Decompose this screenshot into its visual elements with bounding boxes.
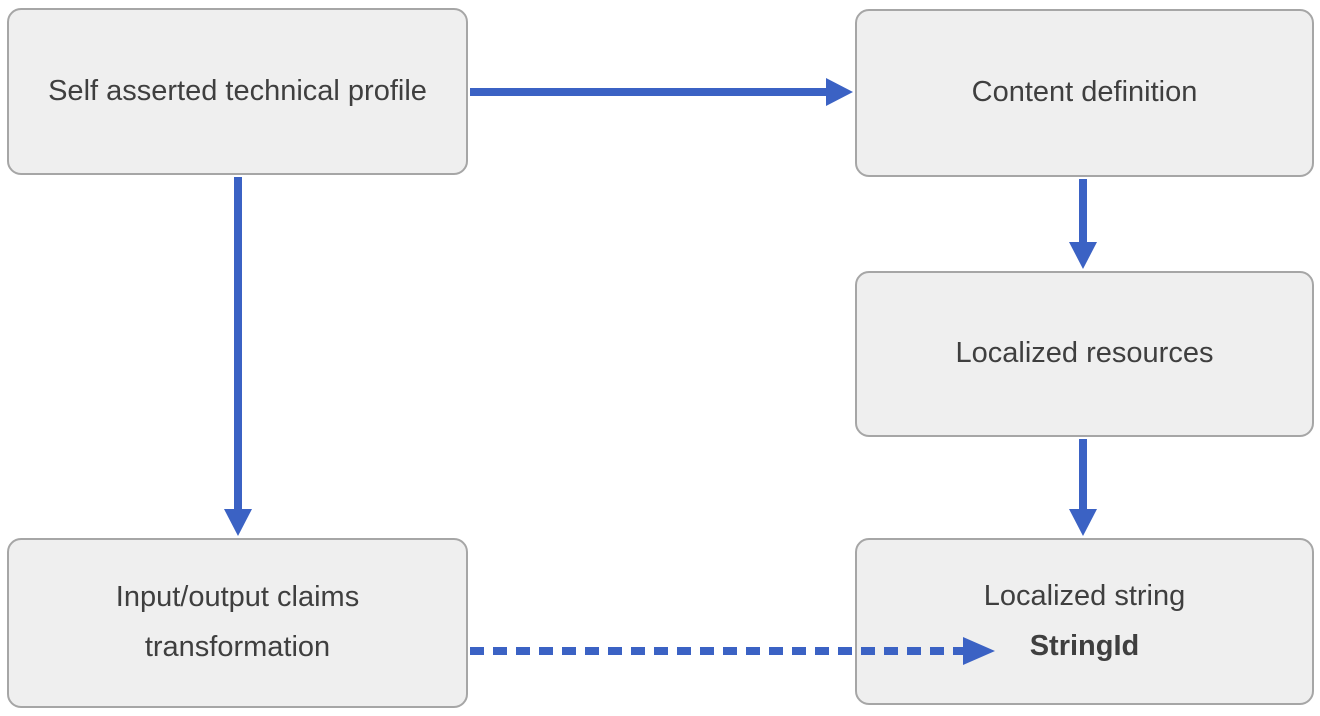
node-sublabel-stringid: StringId [1029, 629, 1140, 662]
node-content-definition: Content definition [855, 9, 1314, 177]
edge-localized-resources-to-localized-string [1069, 439, 1097, 536]
node-label: Self asserted technical profile [48, 74, 427, 107]
node-input-output-claims-transformation: Input/output claims transformation [7, 538, 468, 708]
node-label-group: Localized string StringId [984, 572, 1186, 672]
arrowhead-right-icon [826, 78, 853, 106]
edge-self-asserted-to-input-output [224, 177, 252, 536]
edge-self-asserted-to-content-definition [470, 78, 853, 106]
edge-content-definition-to-localized-resources [1069, 179, 1097, 269]
arrowhead-down-icon [1069, 242, 1097, 269]
node-label: Localized resources [955, 337, 1214, 370]
node-label: Localized string [983, 579, 1186, 612]
node-self-asserted-technical-profile: Self asserted technical profile [7, 8, 468, 175]
arrowhead-down-icon [224, 509, 252, 536]
node-label: Input/output claims transformation [115, 581, 360, 663]
node-localized-string: Localized string StringId [855, 538, 1314, 705]
node-localized-resources: Localized resources [855, 271, 1314, 437]
arrowhead-down-icon [1069, 509, 1097, 536]
node-label: Content definition [971, 76, 1198, 109]
